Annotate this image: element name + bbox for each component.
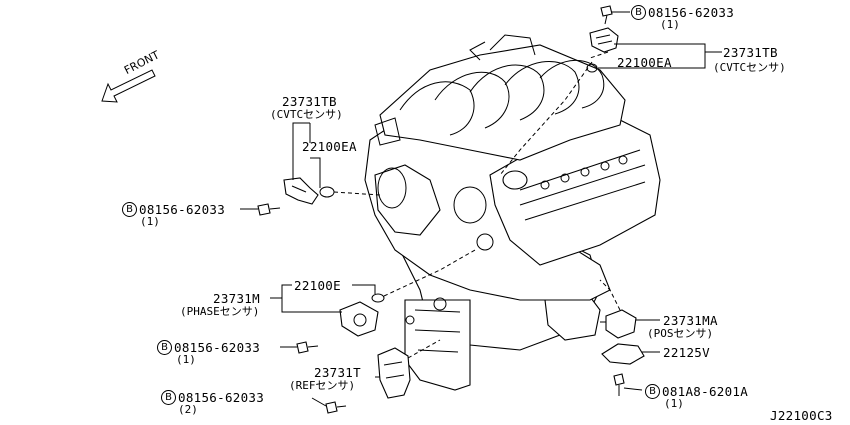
qty-bolt-phase: (1) <box>176 353 196 366</box>
bolt-marker-icon: B <box>122 202 137 217</box>
cvtc-sensor-top <box>589 27 619 53</box>
part-number-bolt-ref: 08156-62033 <box>178 390 265 405</box>
part-number-bolt-pos: 081A8-6201A <box>662 384 749 399</box>
bolt-marker-icon: B <box>631 5 646 20</box>
bolt-left <box>257 203 281 216</box>
bolt-pos <box>613 373 625 396</box>
diagram-id: J22100C3 <box>770 408 833 423</box>
part-number-bolt-phase: 08156-62033 <box>174 340 261 355</box>
oring-top <box>586 63 598 73</box>
phase-sensor <box>339 301 379 337</box>
leader-lines <box>240 11 722 407</box>
engine-assembly <box>364 34 661 391</box>
bolt-marker-icon: B <box>161 390 176 405</box>
bolt-ref <box>325 401 347 414</box>
desc-cvtc-left: (CVTCセンサ) <box>270 108 343 121</box>
part-number-pos-sensor: 23731MA <box>663 313 718 328</box>
part-number-oring-top: 22100EA <box>617 55 672 70</box>
part-number-bolt-left: 08156-62033 <box>139 202 226 217</box>
bolt-marker-icon: B <box>157 340 172 355</box>
ref-sensor <box>377 347 411 399</box>
desc-ref-sensor: (REFセンサ) <box>289 379 356 392</box>
qty-bolt-top: (1) <box>660 18 680 31</box>
part-number-bolt-top: 08156-62033 <box>648 5 735 20</box>
bolt-top <box>600 5 613 25</box>
part-number-oring-phase: 22100E <box>294 278 341 293</box>
cvtc-sensor-left <box>283 177 319 205</box>
bracket-22125v <box>601 343 645 365</box>
desc-phase-sensor: (PHASEセンサ) <box>180 305 260 318</box>
desc-pos-sensor: (POSセンサ) <box>647 327 714 340</box>
qty-bolt-left: (1) <box>140 215 160 228</box>
part-number-bracket: 22125V <box>663 345 710 360</box>
bolt-marker-icon: B <box>645 384 660 399</box>
qty-bolt-pos: (1) <box>664 397 684 410</box>
part-number-phase-sensor: 23731M <box>213 291 260 306</box>
desc-cvtc-top: (CVTCセンサ) <box>713 61 786 74</box>
oring-phase <box>371 293 385 303</box>
bolt-phase <box>296 341 319 354</box>
part-number-ref-sensor: 23731T <box>314 365 361 380</box>
oring-left <box>319 186 335 198</box>
front-arrow <box>101 69 156 103</box>
part-number-cvtc-left: 23731TB <box>282 94 337 109</box>
part-number-cvtc-top: 23731TB <box>723 45 778 60</box>
pos-sensor <box>600 309 637 339</box>
part-number-oring-left: 22100EA <box>302 139 357 154</box>
qty-bolt-ref: (2) <box>178 403 198 416</box>
